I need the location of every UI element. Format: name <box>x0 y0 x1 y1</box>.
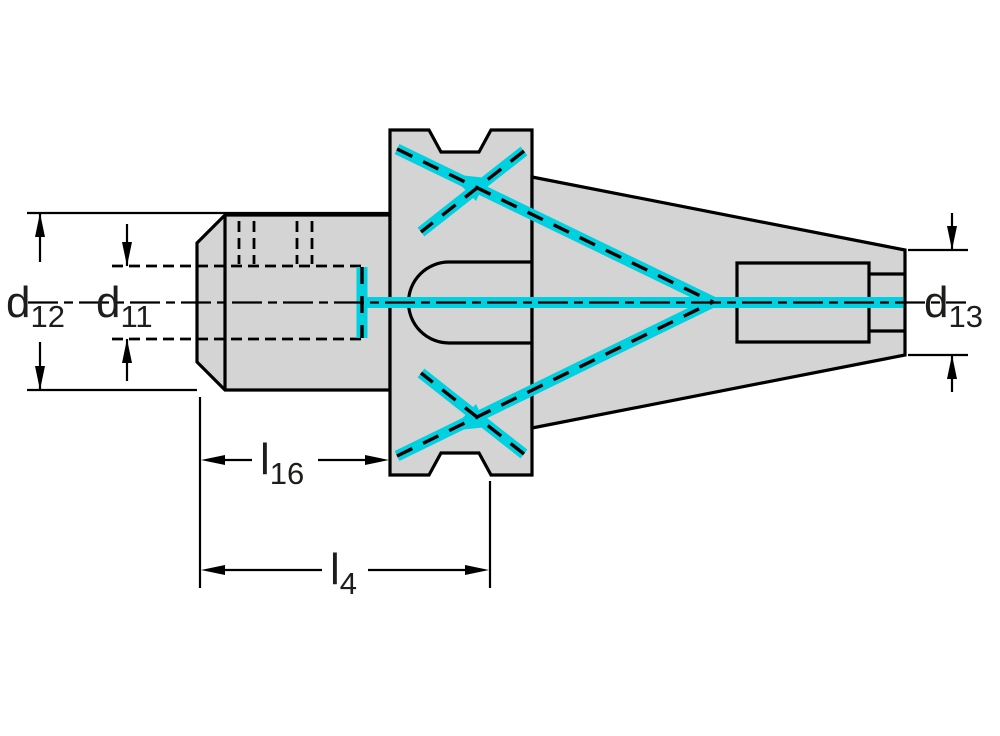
dimension-label-d12: d12 <box>6 278 65 334</box>
coolant-dash-overlay-lower <box>396 300 714 458</box>
coolant-dash-overlay-branch-upper <box>419 149 526 234</box>
arrowhead-up <box>122 339 132 363</box>
thread-bore-outline <box>735 261 871 344</box>
dimension-d13: d13 <box>908 213 983 392</box>
hidden-lines <box>112 221 362 341</box>
arrowhead-right <box>465 565 489 575</box>
dimension-label-l4: l4 <box>330 545 357 601</box>
dimension-d11: d11 <box>96 224 153 381</box>
dimension-label-l16: l16 <box>260 435 304 491</box>
arrowhead-up <box>947 355 957 379</box>
coolant-dash-overlay-upper <box>396 147 714 304</box>
arrowhead-down <box>35 366 45 390</box>
arrowhead-right <box>365 455 389 465</box>
dimension-l4: l4 <box>201 481 492 601</box>
arrowhead-left <box>201 565 225 575</box>
arrowhead-up <box>35 213 45 237</box>
thread-bore-step-outline <box>869 272 905 333</box>
dimension-d12: d12 <box>6 211 390 392</box>
dimension-label-d13: d13 <box>924 278 983 334</box>
coolant-dash-overlay-branch-lower <box>419 371 526 456</box>
arrowhead-down <box>947 226 957 250</box>
arrowhead-left <box>201 455 225 465</box>
dimension-l16: l16 <box>198 397 389 588</box>
arrowhead-down <box>122 242 132 266</box>
dimension-label-d11: d11 <box>96 278 153 334</box>
